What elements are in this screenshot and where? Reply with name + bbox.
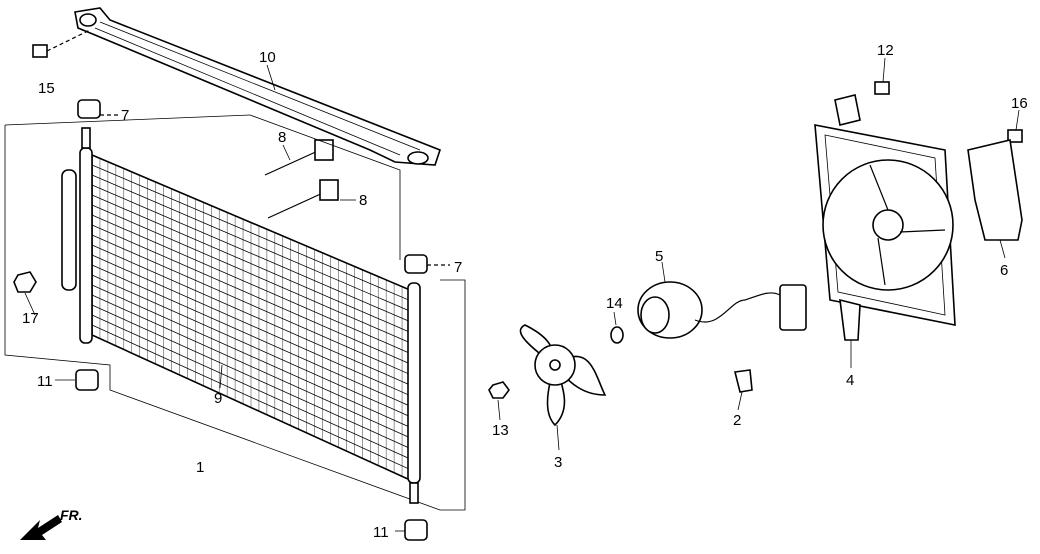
nut-13[interactable] [488, 381, 510, 399]
callout-12: 12 [877, 42, 894, 59]
callout-11: 11 [37, 373, 53, 390]
leader-lines [24, 57, 1020, 532]
cushion-7-left[interactable] [77, 99, 118, 119]
fan-motor-5[interactable] [637, 281, 807, 339]
callout-8: 8 [359, 192, 367, 209]
upper-bracket[interactable] [74, 7, 441, 166]
bolt-15[interactable] [32, 29, 91, 58]
mount-bolt-8-upper[interactable] [264, 139, 334, 176]
front-direction-arrow: FR. [20, 507, 83, 540]
callout-5: 5 [655, 248, 663, 265]
assembly-outline [4, 114, 466, 511]
callout-16: 16 [1011, 95, 1028, 112]
mount-bolt-8-lower[interactable] [267, 179, 339, 219]
callout-9: 9 [214, 390, 222, 407]
callout-3: 3 [554, 454, 562, 471]
nut-17[interactable] [13, 271, 37, 293]
cushion-11-right[interactable] [404, 519, 428, 541]
callout-4: 4 [846, 372, 854, 389]
callout-11: 11 [373, 524, 389, 541]
fan-3[interactable] [519, 324, 607, 427]
callout-17: 17 [22, 310, 39, 327]
callout-7: 7 [121, 107, 129, 124]
shroud-bracket-6[interactable] [967, 139, 1023, 241]
callout-8: 8 [278, 129, 286, 146]
front-label: FR. [60, 507, 83, 523]
bolt-16[interactable] [1007, 129, 1023, 143]
condenser[interactable] [61, 127, 421, 504]
callout-6: 6 [1000, 262, 1008, 279]
cushion-7-right[interactable] [404, 254, 450, 274]
callout-7: 7 [454, 259, 462, 276]
callout-2: 2 [733, 412, 741, 429]
callout-14: 14 [606, 295, 623, 312]
washer-14[interactable] [610, 326, 624, 344]
callout-15: 15 [38, 80, 55, 97]
cushion-11-left[interactable] [75, 369, 99, 391]
callout-10: 10 [259, 49, 276, 66]
callout-13: 13 [492, 422, 509, 439]
clip-2[interactable] [734, 369, 753, 393]
bolt-12[interactable] [874, 81, 890, 95]
callout-1: 1 [196, 459, 204, 476]
shroud-4[interactable] [814, 94, 956, 341]
